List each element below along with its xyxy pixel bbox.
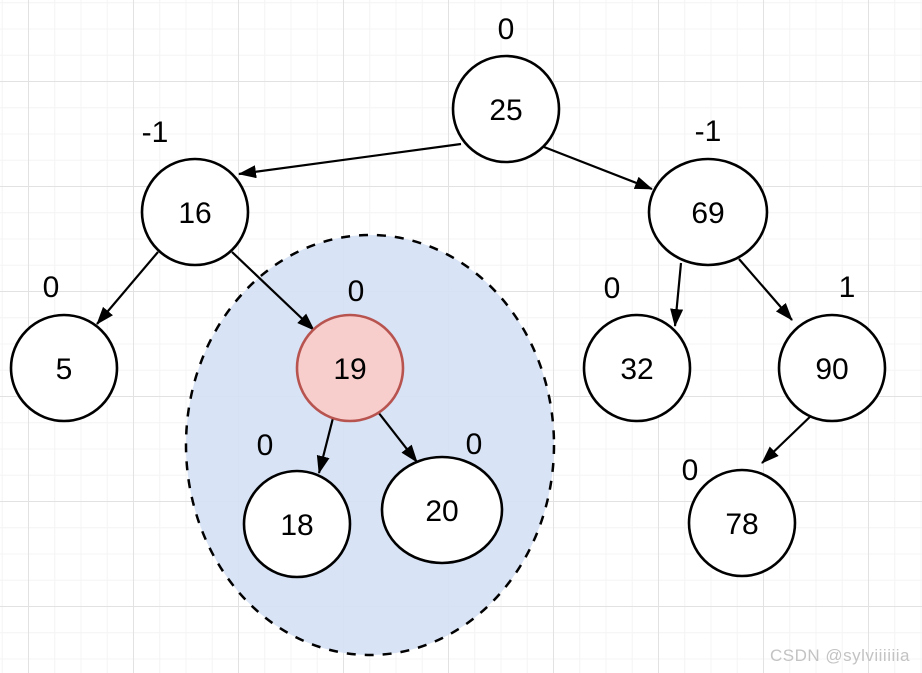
node-value: 32 [620,353,653,386]
node-value: 19 [333,353,366,386]
edge-16-19 [231,251,315,331]
node-circle [451,54,561,164]
tree-node-25: 25 [451,54,561,164]
node-value: 5 [56,353,73,386]
watermark: CSDN @sylviiiiiia [769,646,910,665]
balance-label-18: 0 [257,429,274,462]
edge-90-78 [761,411,816,464]
tree-node-20: 20 [380,455,504,565]
node-circle [647,157,769,267]
node-circle [582,313,692,423]
balance-label-78: 0 [682,454,699,487]
balance-labels: 0 -1 -1 0 0 0 1 0 0 0 [43,13,856,487]
edge-69-90 [738,258,793,321]
edge-19-20 [377,411,418,463]
node-value: 16 [178,197,211,230]
highlight-region-ellipse [184,233,556,657]
node-circle [687,468,797,578]
balance-label-5: 0 [43,271,60,304]
tree-node-32: 32 [582,313,692,423]
edge-25-16 [238,142,462,179]
balance-label-69: -1 [695,115,722,148]
node-circle [242,469,352,579]
node-value: 69 [691,197,724,230]
tree-node-18: 18 [242,469,352,579]
node-circle-highlighted [295,313,405,423]
balance-label-90: 1 [839,271,856,304]
node-circle [380,455,504,565]
node-value: 18 [280,509,313,542]
balance-label-19: 0 [348,275,365,308]
edge-25-69 [543,145,653,191]
balance-label-25: 0 [498,13,515,46]
node-circle [9,313,119,423]
edge-16-5 [96,251,159,325]
tree-node-19: 19 [295,313,405,423]
node-value: 90 [815,353,848,386]
tree-node-5: 5 [9,313,119,423]
node-circle [777,313,887,423]
tree-node-78: 78 [687,468,797,578]
edge-19-18 [316,413,336,474]
balance-label-20: 0 [466,428,483,461]
tree-node-90: 90 [777,313,887,423]
node-value: 20 [425,495,458,528]
edge-69-32 [670,262,684,327]
edges [96,142,816,474]
tree-node-16: 16 [140,157,250,267]
balance-label-32: 0 [604,272,621,305]
tree-node-69: 69 [647,157,769,267]
balance-label-16: -1 [142,116,169,149]
node-circle [140,157,250,267]
node-value: 25 [489,94,522,127]
node-value: 78 [725,508,758,541]
